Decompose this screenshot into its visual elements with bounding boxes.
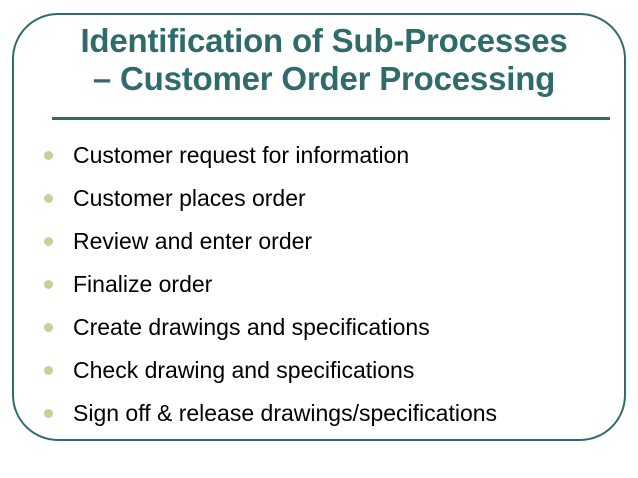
list-item: Check drawing and specifications [38, 349, 618, 392]
bullet-dot-icon [44, 280, 53, 289]
list-item-label: Sign off & release drawings/specificatio… [73, 400, 498, 426]
list-item: Sign off & release drawings/specificatio… [38, 392, 618, 435]
bullet-dot-icon [44, 151, 53, 160]
bullet-dot-icon [44, 194, 53, 203]
list-item-label: Review and enter order [73, 228, 313, 254]
title-block: Identification of Sub-Processes – Custom… [38, 22, 610, 98]
bullet-dot-icon [44, 237, 53, 246]
bullet-list: Customer request for information Custome… [38, 134, 618, 435]
list-item: Review and enter order [38, 220, 618, 263]
list-item-label: Finalize order [73, 271, 213, 297]
list-item-label: Check drawing and specifications [73, 357, 415, 383]
bullet-dot-icon [44, 409, 53, 418]
list-item-label: Customer places order [73, 185, 306, 211]
list-item-label: Customer request for information [73, 142, 410, 168]
page-title: Identification of Sub-Processes – Custom… [80, 22, 568, 97]
list-item: Customer request for information [38, 134, 618, 177]
bullet-dot-icon [44, 366, 53, 375]
title-divider [52, 117, 610, 120]
list-item-label: Create drawings and specifications [73, 314, 430, 340]
list-item: Customer places order [38, 177, 618, 220]
bullet-dot-icon [44, 323, 53, 332]
list-item: Create drawings and specifications [38, 306, 618, 349]
list-item: Finalize order [38, 263, 618, 306]
